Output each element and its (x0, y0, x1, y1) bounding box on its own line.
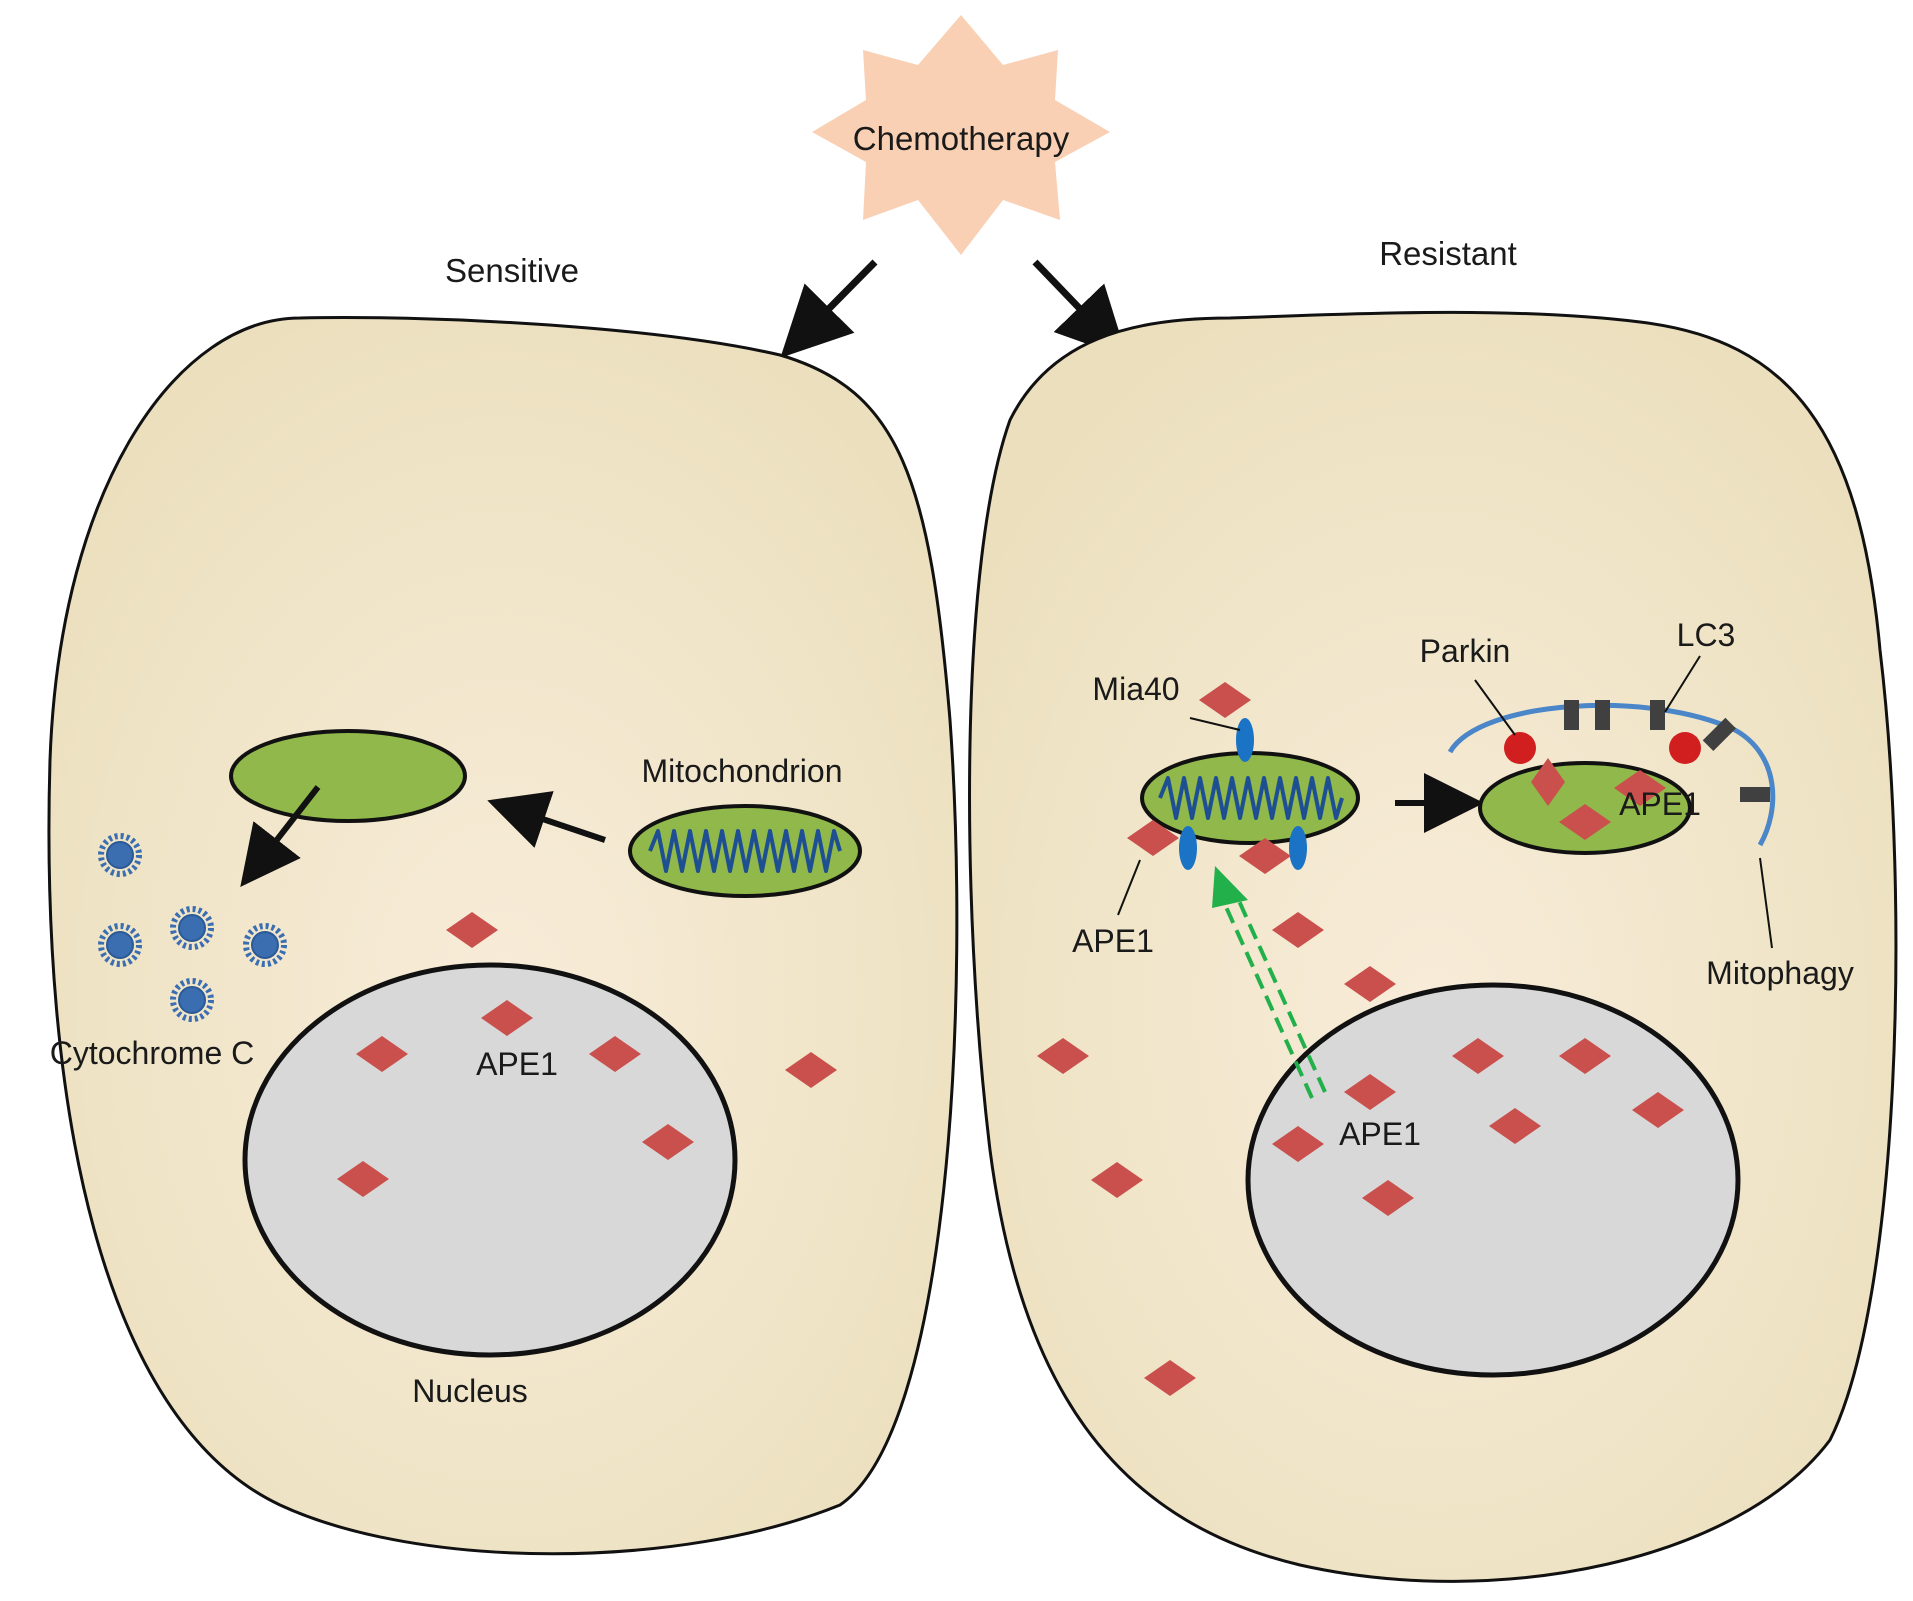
mitophagy-pointer (1759, 857, 1773, 949)
lc3-protein (1650, 700, 1665, 730)
lc3-pointer (1664, 655, 1701, 713)
mitophagy-label: Mitophagy (1706, 955, 1854, 991)
damaged-mitochondrion (229, 729, 467, 823)
ape1-diamond (1452, 1038, 1504, 1074)
sensitive-ape1-label: APE1 (476, 1046, 558, 1082)
mitochondrion (628, 804, 862, 898)
ape1-diamond (1531, 758, 1565, 806)
mitophagy-complex (1447, 700, 1776, 855)
ape1-diamond (1344, 966, 1396, 1002)
cytochrome-c-particle (243, 923, 287, 967)
mitochondrion-body (628, 804, 862, 898)
transport-arrow-line (1220, 897, 1314, 1099)
resistant-ape1-mito-label: APE1 (1072, 923, 1154, 959)
cytochrome-c-label: Cytochrome C (50, 1035, 255, 1071)
cytochrome-c-particle (98, 923, 142, 967)
resistant-nucleus (1245, 982, 1741, 1378)
mitochondrion-cristae (648, 829, 842, 873)
nucleus-label: Nucleus (412, 1373, 528, 1409)
cytochrome-release-arrow (240, 785, 321, 887)
ape1-diamond (481, 1000, 533, 1036)
ape1-diamond (1489, 1108, 1541, 1144)
ape1-diamond (1127, 820, 1179, 856)
lc3-protein (1595, 700, 1610, 730)
ape1-diamond (1239, 838, 1291, 874)
ape1-diamond (1344, 1074, 1396, 1110)
mitochondrion-label: Mitochondrion (642, 753, 843, 789)
ape1-diamond (1632, 1092, 1684, 1128)
resistant-ape1-diamonds (1037, 912, 1684, 1396)
phagophore-membrane (1447, 702, 1776, 847)
chemotherapy-burst-shape (812, 15, 1110, 255)
transport-arrow-line (1233, 891, 1327, 1093)
mia40-pointer (1189, 717, 1241, 731)
sensitive-title: Sensitive (445, 252, 579, 289)
ape1-diamond (1559, 804, 1611, 840)
mia40-protein (1289, 826, 1307, 870)
ape1-diamond (1037, 1038, 1089, 1074)
resistant-mitochondrion-cristae (1158, 776, 1344, 820)
ape1-diamond (642, 1124, 694, 1160)
mito-damage-arrow (487, 791, 606, 848)
parkin-pointer (1474, 679, 1516, 736)
lc3-protein (1702, 717, 1736, 751)
ape1-diamond (356, 1036, 408, 1072)
arrow-to-resistant (1032, 259, 1128, 359)
parkin-protein (1504, 732, 1536, 764)
resistant-mito-ape1-diamonds (1127, 682, 1291, 874)
resistant-title: Resistant (1379, 235, 1517, 272)
parkin-protein (1669, 732, 1701, 764)
cytochrome-c-particles (98, 833, 287, 1022)
ape1-diamond (785, 1052, 837, 1088)
ape1-diamond (1272, 912, 1324, 948)
ape1-diamond (337, 1161, 389, 1197)
ape1-diamond (446, 912, 498, 948)
ape1-diamond (1199, 682, 1251, 718)
ape1-mito-pointer (1117, 859, 1141, 916)
mitophagy-ape1-label: APE1 (1619, 786, 1701, 822)
arrow-to-sensitive (780, 259, 878, 358)
lc3-protein (1740, 787, 1770, 802)
cytochrome-c-particle (170, 978, 214, 1022)
resistant-mitochondrion (1140, 718, 1360, 870)
ape1-diamond (589, 1036, 641, 1072)
ape1-diamond (1272, 1126, 1324, 1162)
sensitive-cell: Mitochondrion (47, 316, 959, 1556)
chemotherapy-burst: Chemotherapy (812, 15, 1110, 255)
sensitive-ape1-diamonds (337, 912, 837, 1197)
ape1-diamond (1559, 1038, 1611, 1074)
transport-arrow-head (1212, 866, 1248, 908)
mia40-protein (1236, 718, 1254, 762)
mia40-label: Mia40 (1092, 671, 1179, 707)
cytochrome-c-particle (98, 833, 142, 877)
ape1-diamond (1362, 1180, 1414, 1216)
ape1-diamond (1614, 770, 1666, 806)
lc3-protein (1564, 700, 1579, 730)
lc3-label: LC3 (1677, 617, 1736, 653)
ape1-transport-arrow (1212, 866, 1327, 1099)
chemotherapy-label: Chemotherapy (853, 120, 1070, 157)
parkin-label: Parkin (1420, 633, 1511, 669)
cytochrome-c-particle (170, 906, 214, 950)
ape1-diamond (1144, 1360, 1196, 1396)
ape1-diamond (1091, 1162, 1143, 1198)
mia40-protein (1179, 826, 1197, 870)
resistant-ape1-nucleus-label: APE1 (1339, 1116, 1421, 1152)
resistant-cell: Mia40 APE1 (968, 310, 1898, 1583)
